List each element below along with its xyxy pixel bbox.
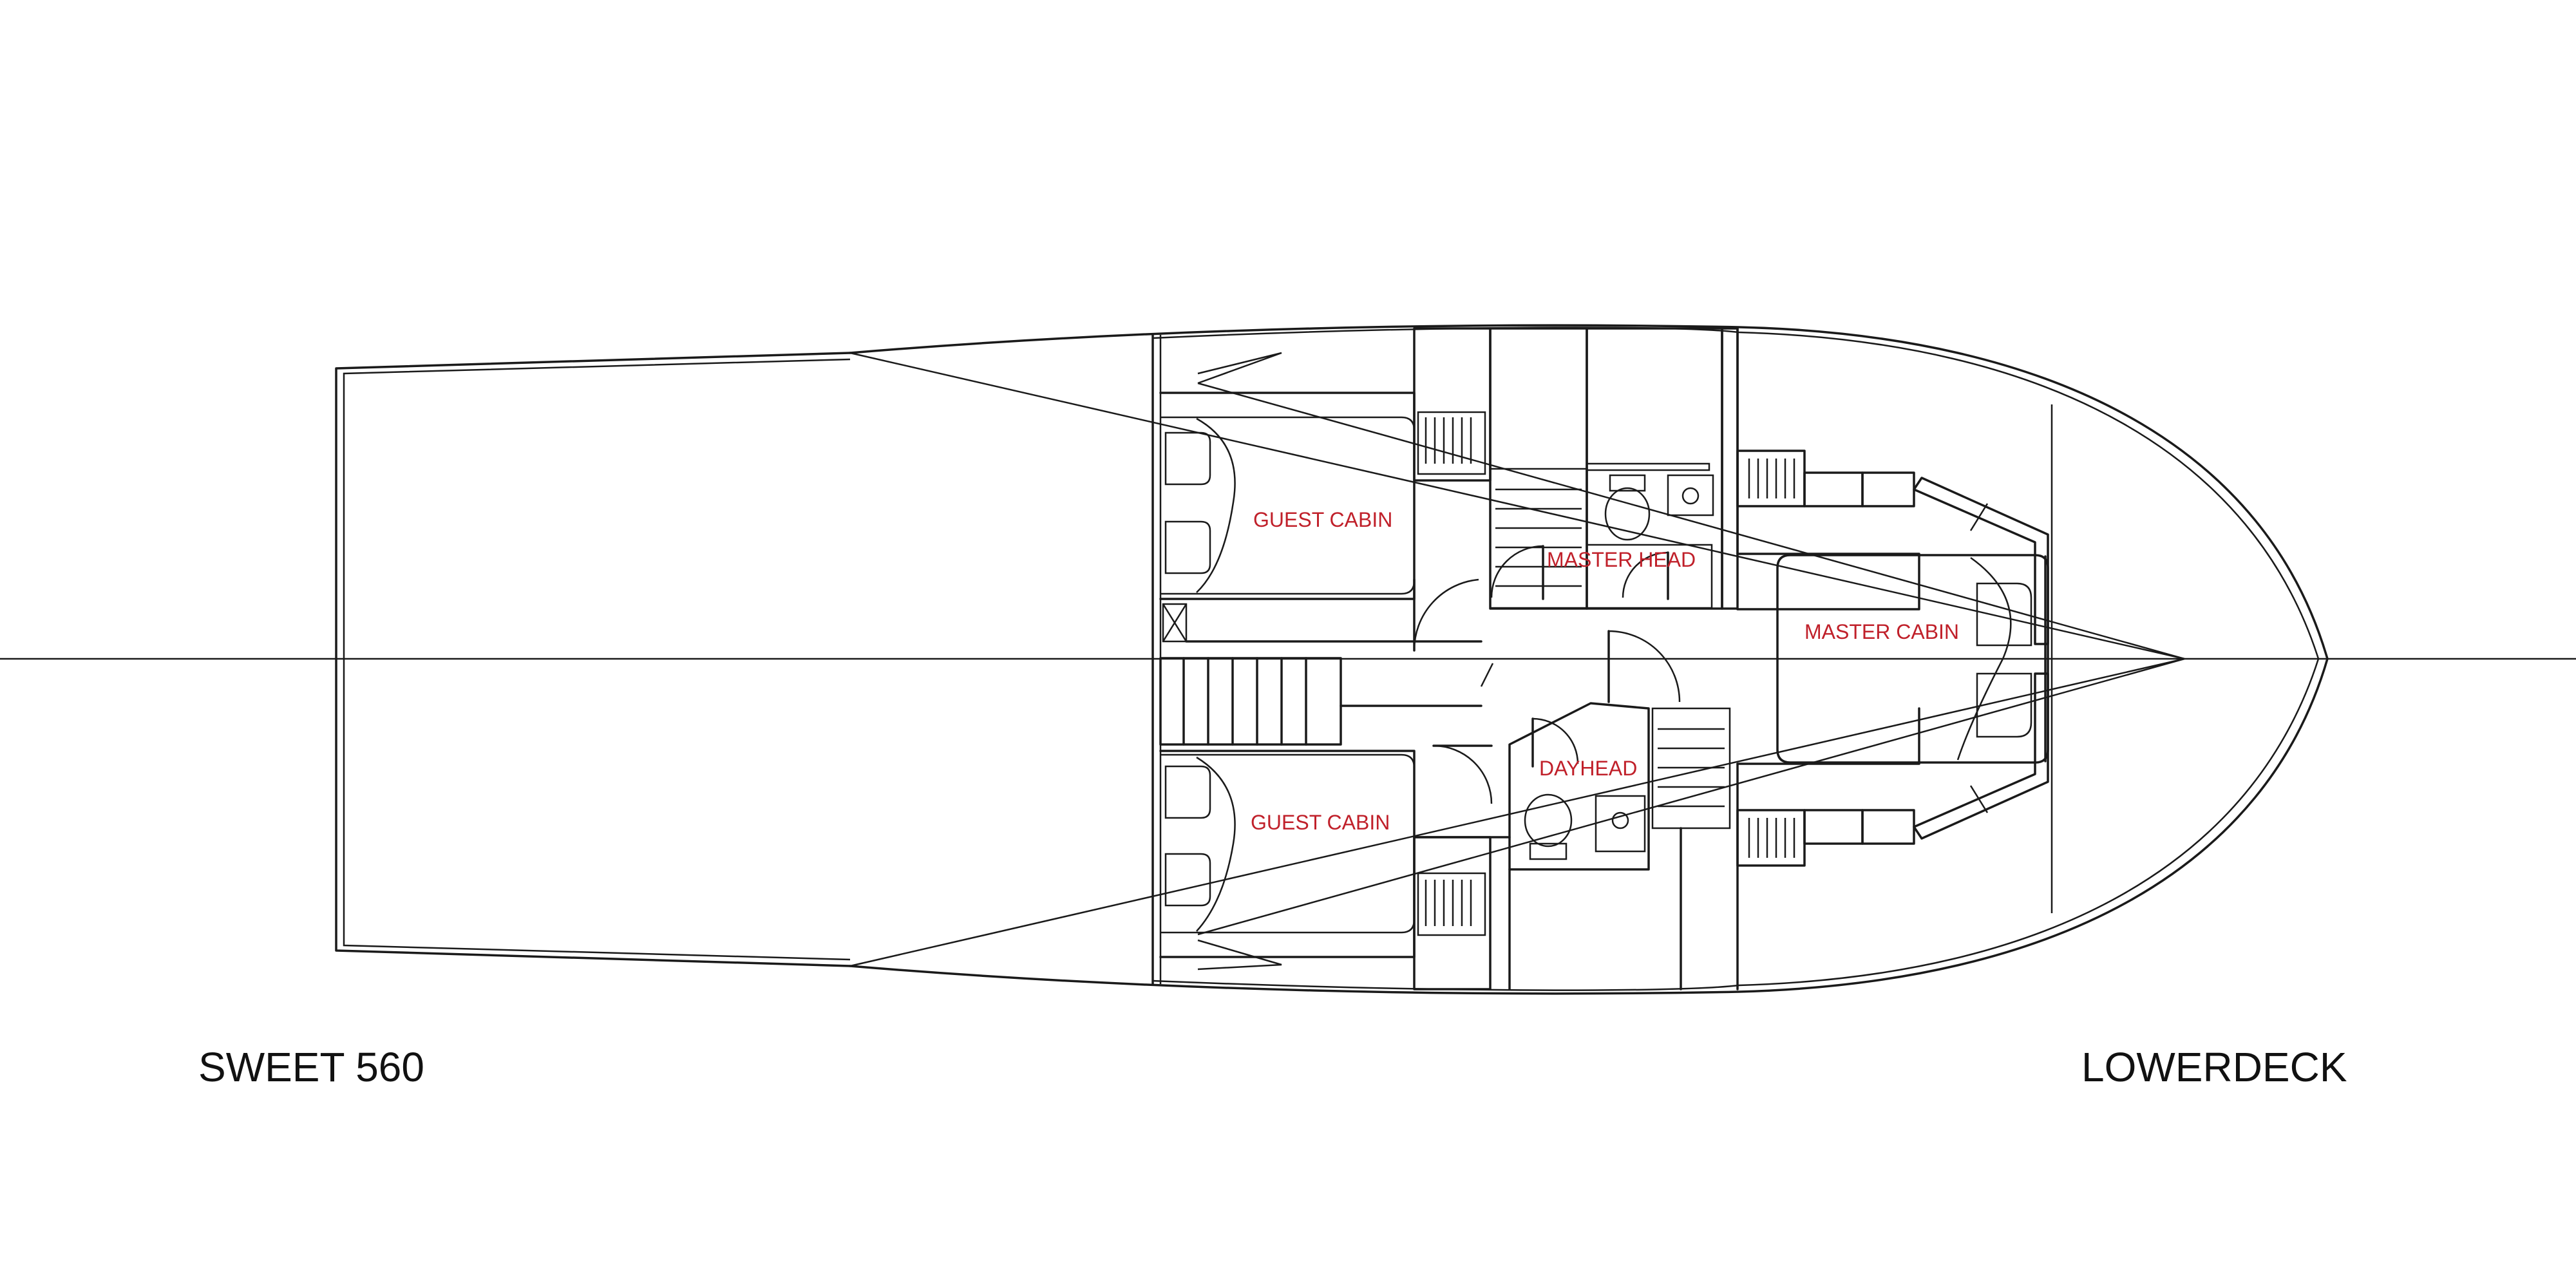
wardrobe-stbd (1413, 836, 1492, 990)
guest-cabin-port-door (1413, 578, 1479, 651)
chine-line-port (849, 352, 2185, 660)
guest-cabin-port-hanging (1197, 352, 1282, 384)
master-cabin-storage-port (1736, 450, 2049, 645)
master-head-label: MASTER HEAD (1547, 548, 1696, 571)
guest-cabin-stbd-label: GUEST CABIN (1251, 811, 1390, 834)
guest-cabin-port-label: GUEST CABIN (1253, 508, 1392, 531)
chine-line-starboard-inner (1197, 658, 2185, 936)
companionway-stairs (1159, 657, 1342, 746)
stair-landing-cross (1162, 603, 1188, 642)
deck-title: LOWERDECK (2081, 1044, 2347, 1090)
chine-line-starboard (849, 658, 2185, 967)
corridor-walls (1736, 553, 1920, 765)
guest-cabin-port-duvet (1196, 417, 1236, 593)
guest-cabin-port-bed (1160, 416, 1416, 595)
wardrobe-port (1413, 327, 1492, 482)
dayhead-label: DAYHEAD (1539, 757, 1637, 780)
guest-cabin-port-pillows (1164, 431, 1211, 574)
master-cabin-storage-stbd (1736, 672, 2049, 867)
corridor-door (1608, 630, 1681, 703)
guest-cabin-stbd-hanging (1197, 939, 1282, 971)
aft-platform-outline (335, 352, 851, 967)
stair-landing-box (1162, 603, 1188, 643)
master-cabin-label: MASTER CABIN (1804, 620, 1959, 643)
aft-platform-inner (343, 358, 851, 961)
guest-cabin-stbd-duvet (1196, 756, 1236, 932)
chine-line-port-inner (1197, 382, 2185, 660)
dayhead (1432, 663, 1731, 871)
hull-outline (849, 324, 2329, 995)
guest-cabin-port-walls (1159, 392, 1416, 600)
guest-cabin-stbd-pillows (1164, 765, 1211, 907)
model-title: SWEET 560 (198, 1044, 424, 1090)
